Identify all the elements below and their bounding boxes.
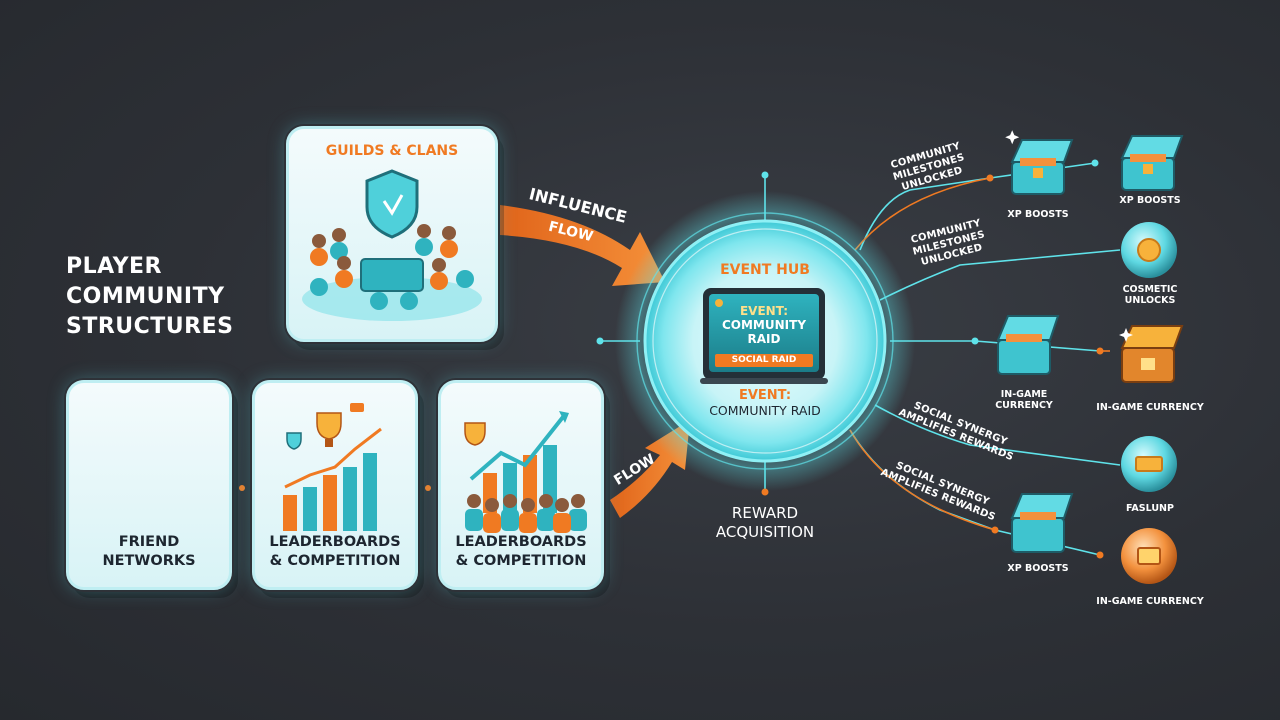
guilds-clans-title: GUILDS & CLANS: [325, 143, 459, 159]
event-label: EVENT:: [738, 388, 792, 403]
friend-networks-title-line-1: FRIEND: [118, 534, 180, 550]
leaderboards-2-title-line-2: & COMPETITION: [455, 553, 587, 569]
event-screen-text: EVENT: COMMUNITY RAID: [709, 304, 819, 346]
friend-networks-title: FRIEND NETWORKS: [69, 533, 229, 571]
main-title-line-2: COMMUNITY: [66, 284, 225, 309]
reward-3-line-2: UNLOCKS: [1124, 295, 1176, 306]
leaderboards-card-1: LEADERBOARDS & COMPETITION: [252, 380, 418, 590]
main-title-line-1: PLAYER: [66, 254, 162, 279]
leaderboard-chart-art: [283, 403, 382, 531]
reward-acquisition-line-2: ACQUISITION: [715, 523, 815, 541]
reward-label-7: XP BOOSTS: [1007, 563, 1069, 574]
screen-line-1: EVENT:: [739, 304, 789, 318]
leaderboards-1-title-line-1: LEADERBOARDS: [269, 534, 401, 550]
main-title-line-3: STRUCTURES: [66, 314, 234, 339]
screen-line-3: RAID: [747, 332, 781, 346]
event-hub-title: EVENT HUB: [720, 262, 810, 278]
leaderboard-crowd-art: [464, 411, 587, 533]
leaderboards-2-title-line-1: LEADERBOARDS: [455, 534, 587, 550]
main-title: PLAYER COMMUNITY STRUCTURES: [66, 252, 306, 342]
reward-label-6: FASLUNP: [1126, 503, 1174, 514]
reward-3-line-1: COSMETIC: [1122, 284, 1178, 295]
reward-label-5: IN-GAME CURRENCY: [1096, 402, 1204, 413]
leaderboards-1-title: LEADERBOARDS & COMPETITION: [255, 533, 415, 571]
chest-icon-1: [1010, 139, 1074, 195]
event-name: COMMUNITY RAID: [709, 403, 821, 418]
guilds-clans-card: GUILDS & CLANS: [286, 126, 498, 342]
coin-orb-icon: [1121, 222, 1177, 278]
chest-icon-2: [1120, 135, 1184, 191]
friend-networks-card: FRIEND NETWORKS: [66, 380, 232, 590]
reward-label-3: COSMETIC UNLOCKS: [1090, 284, 1210, 306]
reward-acquisition-line-1: REWARD: [731, 504, 799, 522]
reward-icons: [996, 130, 1184, 584]
reward-label-1: XP BOOSTS: [1007, 209, 1069, 220]
leaderboards-2-title: LEADERBOARDS & COMPETITION: [441, 533, 601, 571]
gold-orb-icon: [1121, 528, 1177, 584]
screen-banner: SOCIAL RAID: [731, 355, 797, 365]
guild-art: [302, 169, 482, 321]
reward-4-line-1: IN-GAME: [1000, 389, 1048, 400]
reward-label-8: IN-GAME CURRENCY: [1096, 596, 1204, 607]
reward-acquisition-label: REWARD ACQUISITION: [690, 504, 840, 542]
leaderboards-1-title-line-2: & COMPETITION: [269, 553, 401, 569]
chest-icon-3: [996, 315, 1060, 375]
chest-icon-4: [1120, 325, 1184, 383]
gold-bar-orb-icon: [1121, 436, 1177, 492]
reward-4-line-2: CURRENCY: [995, 400, 1053, 411]
reward-label-4: IN-GAME CURRENCY: [964, 389, 1084, 411]
leaderboards-card-2: LEADERBOARDS & COMPETITION: [438, 380, 604, 590]
influence-flow-arrow: [500, 205, 665, 286]
friend-networks-title-line-2: NETWORKS: [102, 553, 196, 569]
chest-icon-5: [1010, 493, 1074, 553]
reward-label-2: XP BOOSTS: [1119, 195, 1181, 206]
screen-line-2: COMMUNITY: [721, 318, 807, 332]
event-screen-icon: [700, 288, 828, 384]
